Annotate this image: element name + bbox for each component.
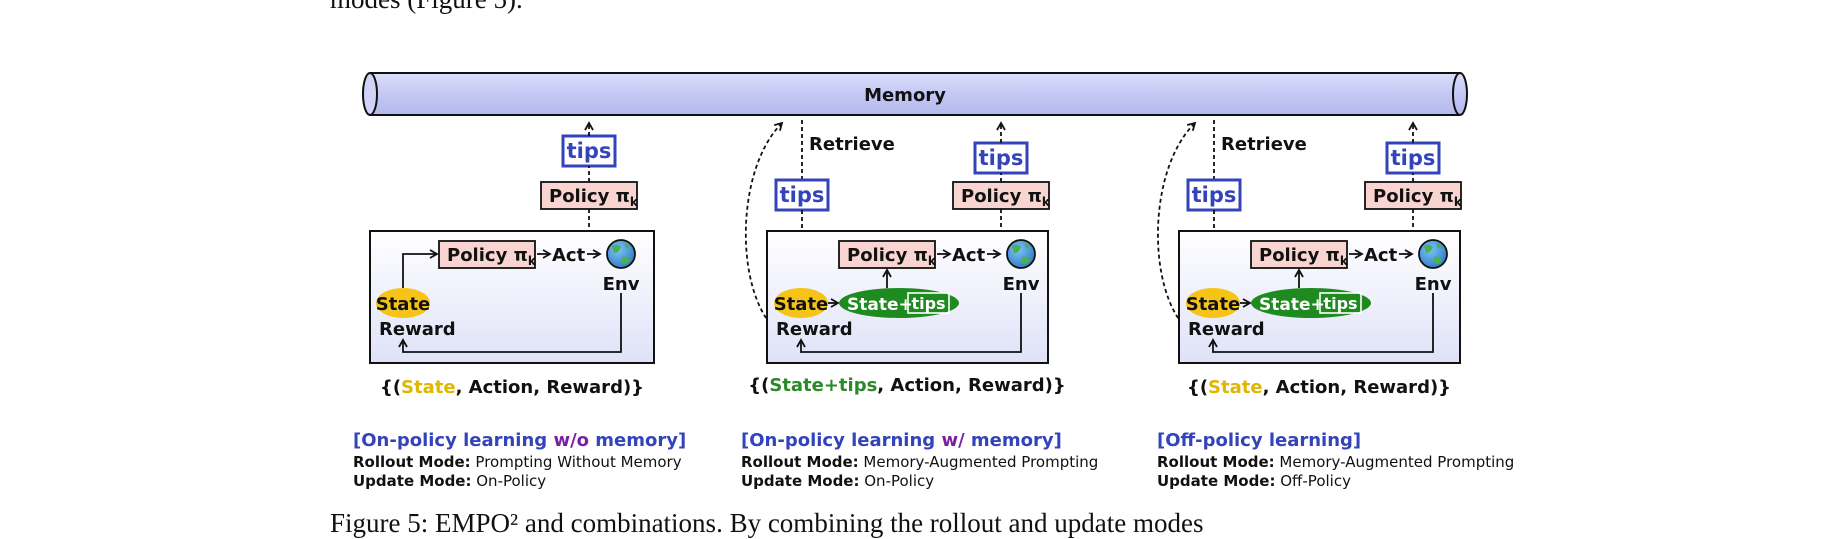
retrieved-tips-box: tips — [774, 178, 830, 212]
rollout-mode: Rollout Mode: Memory-Augmented Prompting — [1157, 453, 1514, 471]
policy-subscript: k — [528, 254, 537, 268]
policy-subscript: k — [1454, 195, 1463, 209]
figure-stage: modes (Figure 5). Figure 5: EMPO² and co… — [330, 0, 1514, 538]
svg-text:Policy πk: Policy πk — [447, 245, 537, 268]
globe-icon — [1006, 239, 1036, 269]
policy-box-internal: Policy πk — [438, 240, 537, 269]
policy-label: Policy π — [549, 186, 630, 207]
tips-label: tips — [780, 183, 825, 207]
tips-box: tips — [561, 134, 617, 168]
retrieve-label: Retrieve — [1221, 134, 1307, 155]
trajectory-tuple: {(State+tips, Action, Reward)} — [748, 375, 1065, 396]
state-node — [774, 288, 828, 318]
panel-heading: [On-policy learning w/ memory] — [741, 430, 1062, 451]
panel-off-policy: Retrieve tips tips Policy πk Policy πk — [1157, 120, 1514, 490]
tips-box: tips — [1385, 141, 1441, 175]
trajectory-tuple: {(State, Action, Reward)} — [1187, 377, 1451, 398]
policy-box-external: Policy πk — [1364, 181, 1463, 210]
policy-box-external: Policy πk — [952, 181, 1051, 210]
body-text-fragment: modes (Figure 5). — [330, 0, 523, 15]
memory-bank: Memory — [362, 72, 1468, 116]
policy-subscript: k — [1340, 254, 1349, 268]
state-plus-label: State+ — [847, 295, 913, 315]
env-label: Env — [603, 274, 640, 295]
panel-on-policy-with-memory: Retrieve tips tips Policy πk Policy πk — [741, 120, 1098, 490]
svg-text:Policy πk: Policy πk — [549, 186, 639, 209]
panel-heading: [On-policy learning w/o memory] — [353, 430, 686, 451]
policy-label: Policy π — [1259, 245, 1340, 266]
trajectory-tuple: {(State, Action, Reward)} — [380, 377, 644, 398]
tips-label: tips — [1192, 183, 1237, 207]
tips-box: tips — [973, 141, 1029, 175]
globe-icon — [1418, 239, 1448, 269]
policy-subscript: k — [1042, 195, 1051, 209]
globe-icon — [606, 239, 636, 269]
env-label: Env — [1003, 274, 1040, 295]
act-label: Act — [1364, 245, 1398, 266]
rollout-mode: Rollout Mode: Memory-Augmented Prompting — [741, 453, 1098, 471]
policy-box-external: Policy πk — [540, 181, 639, 210]
retrieve-label: Retrieve — [809, 134, 895, 155]
state-plus-tips-node — [1251, 288, 1371, 318]
state-node — [1186, 288, 1240, 318]
panel-on-policy-without-memory: tips Policy πk Policy πk Act Env — [353, 121, 686, 490]
svg-text:Policy πk: Policy πk — [1373, 186, 1463, 209]
retrieved-tips-box: tips — [1186, 178, 1242, 212]
policy-subscript: k — [928, 254, 937, 268]
tips-label: tips — [979, 146, 1024, 170]
act-label: Act — [952, 245, 986, 266]
svg-text:Policy πk: Policy πk — [1259, 245, 1349, 268]
reward-label: Reward — [776, 319, 853, 340]
update-mode: Update Mode: On-Policy — [353, 472, 546, 490]
panel-heading: [Off-policy learning] — [1157, 430, 1361, 451]
inline-tips-label: tips — [1323, 294, 1357, 313]
reward-label: Reward — [379, 319, 456, 340]
policy-label: Policy π — [1373, 186, 1454, 207]
memory-label: Memory — [864, 85, 946, 106]
inline-tips-label: tips — [911, 294, 945, 313]
state-node — [376, 288, 430, 318]
emp-diagram: Memory tips Policy πk Policy πk Act — [353, 72, 1514, 490]
env-label: Env — [1415, 274, 1452, 295]
state-plus-tips-node — [839, 288, 959, 318]
tips-label: tips — [1391, 146, 1436, 170]
state-plus-label: State+ — [1259, 295, 1325, 315]
svg-text:Policy πk: Policy πk — [847, 245, 937, 268]
state-label: State — [774, 294, 829, 315]
figure-caption-fragment: Figure 5: EMPO² and combinations. By com… — [330, 508, 1204, 538]
reward-label: Reward — [1188, 319, 1265, 340]
policy-label: Policy π — [961, 186, 1042, 207]
svg-text:Policy πk: Policy πk — [961, 186, 1051, 209]
state-label: State — [1186, 294, 1241, 315]
update-mode: Update Mode: Off-Policy — [1157, 472, 1351, 490]
policy-box-internal: Policy πk — [1250, 240, 1349, 269]
policy-subscript: k — [630, 195, 639, 209]
policy-label: Policy π — [447, 245, 528, 266]
act-label: Act — [552, 245, 586, 266]
state-label: State — [376, 294, 431, 315]
policy-label: Policy π — [847, 245, 928, 266]
tips-label: tips — [567, 139, 612, 163]
update-mode: Update Mode: On-Policy — [741, 472, 934, 490]
policy-box-internal: Policy πk — [838, 240, 937, 269]
rollout-mode: Rollout Mode: Prompting Without Memory — [353, 453, 682, 471]
